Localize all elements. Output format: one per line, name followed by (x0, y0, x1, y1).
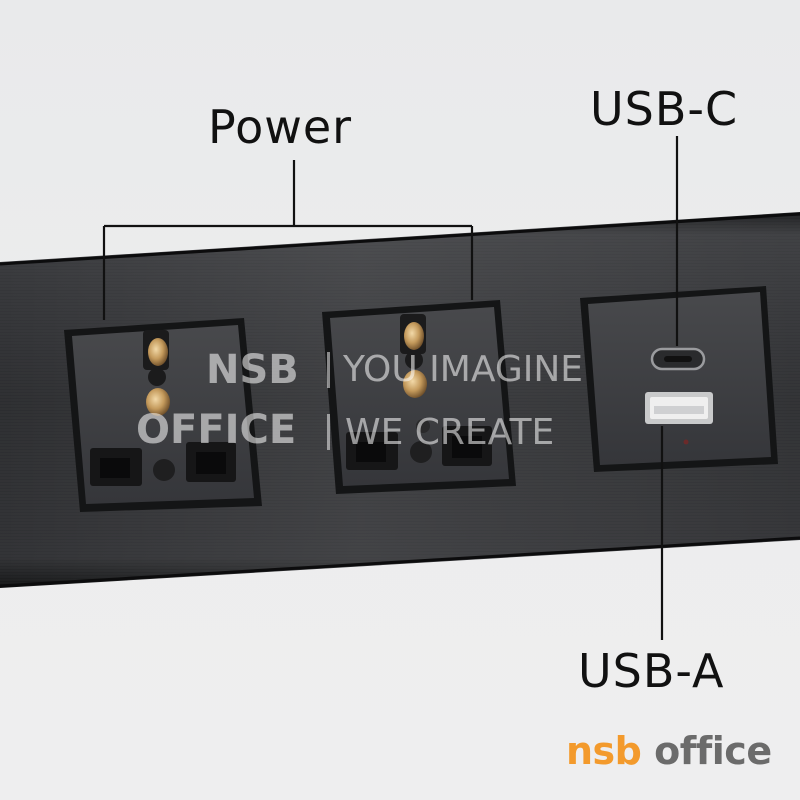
power-socket-1[interactable] (64, 318, 262, 512)
power-socket-2[interactable] (322, 300, 516, 494)
power-callout-lines (102, 160, 474, 320)
watermark-separator (327, 414, 330, 450)
brand-logo-nsb: nsb (566, 729, 642, 773)
watermark-tagline-1: YOU IMAGINE (343, 349, 584, 390)
watermark-nsb: NSB (206, 347, 299, 393)
power-label: Power (208, 100, 353, 154)
usb-a-port[interactable] (645, 392, 713, 424)
brand-logo-office: office (641, 729, 772, 773)
usb-c-port[interactable] (650, 347, 706, 371)
usb-module (580, 286, 778, 472)
watermark-separator (327, 352, 330, 388)
brand-logo: nsb office (566, 732, 772, 770)
usb-c-label: USB-C (590, 82, 739, 136)
watermark-tagline-2: WE CREATE (345, 412, 555, 453)
usb-a-label: USB-A (578, 644, 725, 698)
watermark-office: OFFICE (136, 407, 297, 453)
status-led (683, 439, 689, 445)
